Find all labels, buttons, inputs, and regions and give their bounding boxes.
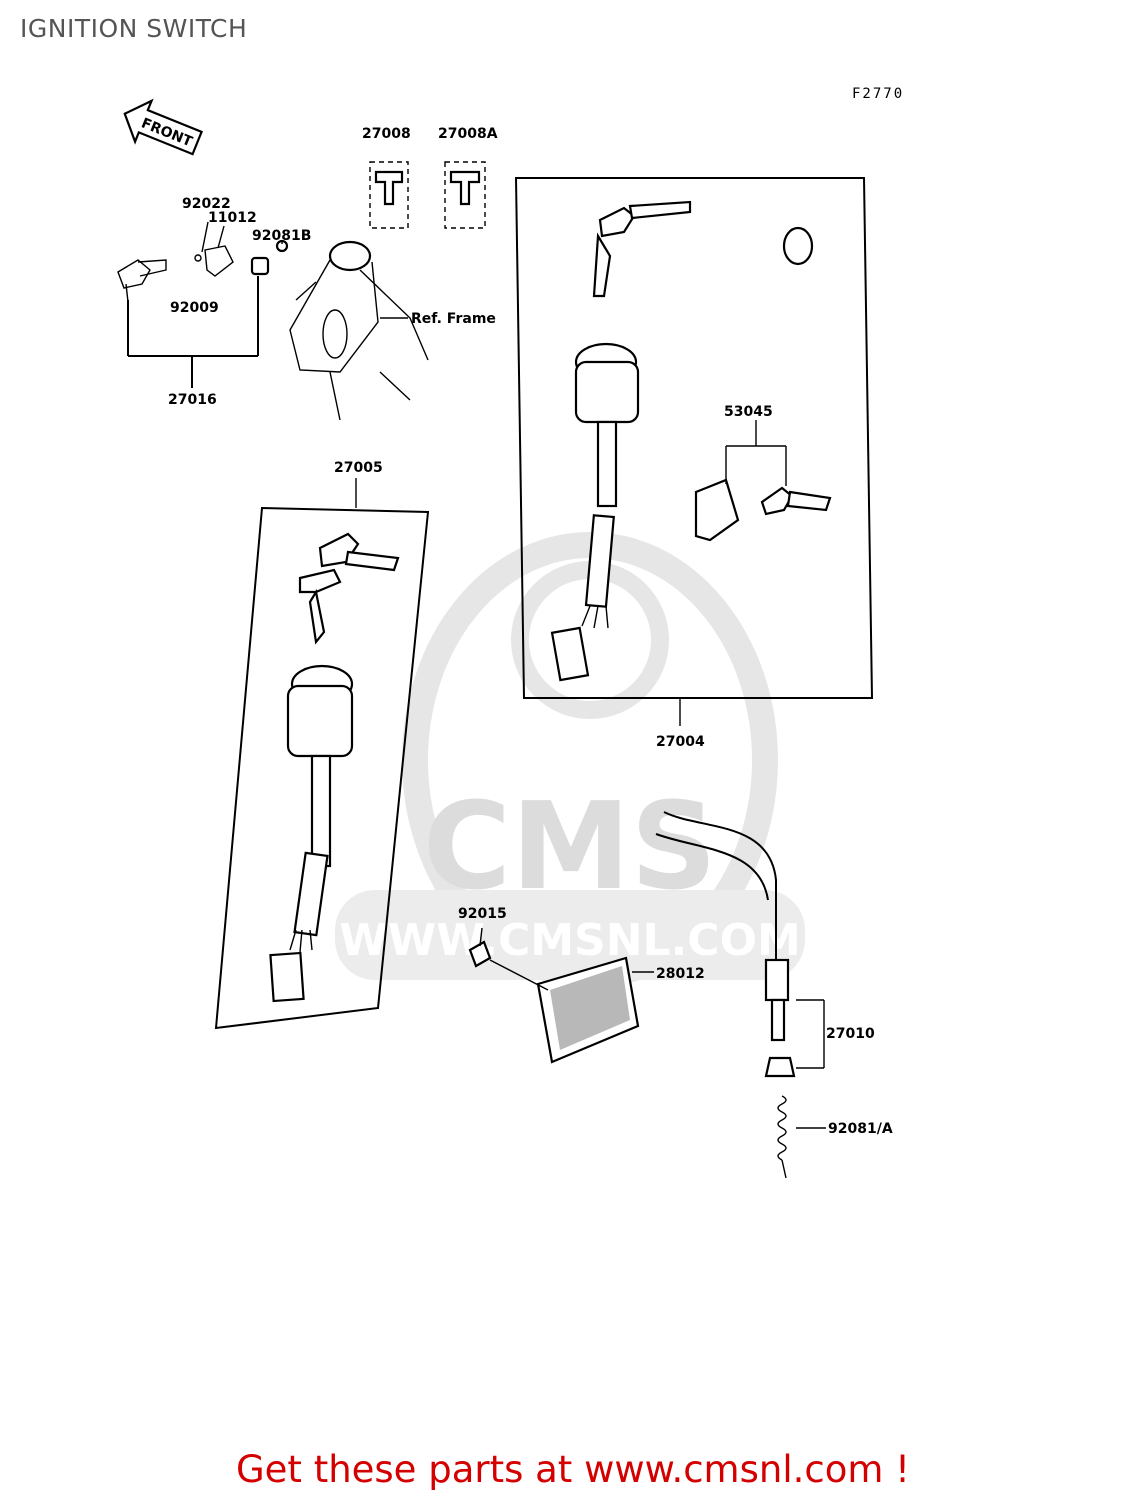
label-27008a: 27008A <box>438 126 498 142</box>
switch-27010: 27010 92081/A <box>655 811 893 1179</box>
key-tag-27008: 27008 <box>362 126 411 229</box>
diagram-code: F2770 <box>852 86 904 102</box>
label-27016: 27016 <box>168 392 217 408</box>
label-53045: 53045 <box>724 404 773 420</box>
label-92022: 92022 <box>182 196 231 212</box>
page-title: IGNITION SWITCH <box>20 14 248 43</box>
watermark-logo: CMS <box>423 778 717 917</box>
label-ref-frame: Ref. Frame <box>411 311 496 327</box>
parts-diagram: CMS WWW.CMSNL.COM F2770 FRONT 27008 2700… <box>117 86 904 1179</box>
front-arrow: FRONT <box>123 98 204 156</box>
label-28012: 28012 <box>656 966 705 982</box>
promo-footer[interactable]: Get these parts at www.cmsnl.com ! <box>235 1448 910 1491</box>
key-tag-27008a: 27008A <box>438 126 498 229</box>
label-92081b: 92081B <box>252 228 311 244</box>
parts-27016-group: 92022 11012 92081B 92009 27016 <box>117 196 311 408</box>
label-27008: 27008 <box>362 126 411 142</box>
watermark-url: WWW.CMSNL.COM <box>339 915 801 966</box>
kit-27004: 53045 27004 <box>514 177 874 750</box>
reflector-28012: 92015 28012 <box>458 906 705 1064</box>
label-27005: 27005 <box>334 460 383 476</box>
kit-27005: 27005 <box>214 460 430 1030</box>
label-92015: 92015 <box>458 906 507 922</box>
label-27010: 27010 <box>826 1026 875 1042</box>
watermark: CMS WWW.CMSNL.COM <box>335 532 805 988</box>
frame-head: Ref. Frame <box>289 240 496 421</box>
label-11012: 11012 <box>208 210 257 226</box>
label-92081a: 92081/A <box>828 1121 893 1137</box>
label-27004: 27004 <box>656 734 705 750</box>
label-92009: 92009 <box>170 300 219 316</box>
